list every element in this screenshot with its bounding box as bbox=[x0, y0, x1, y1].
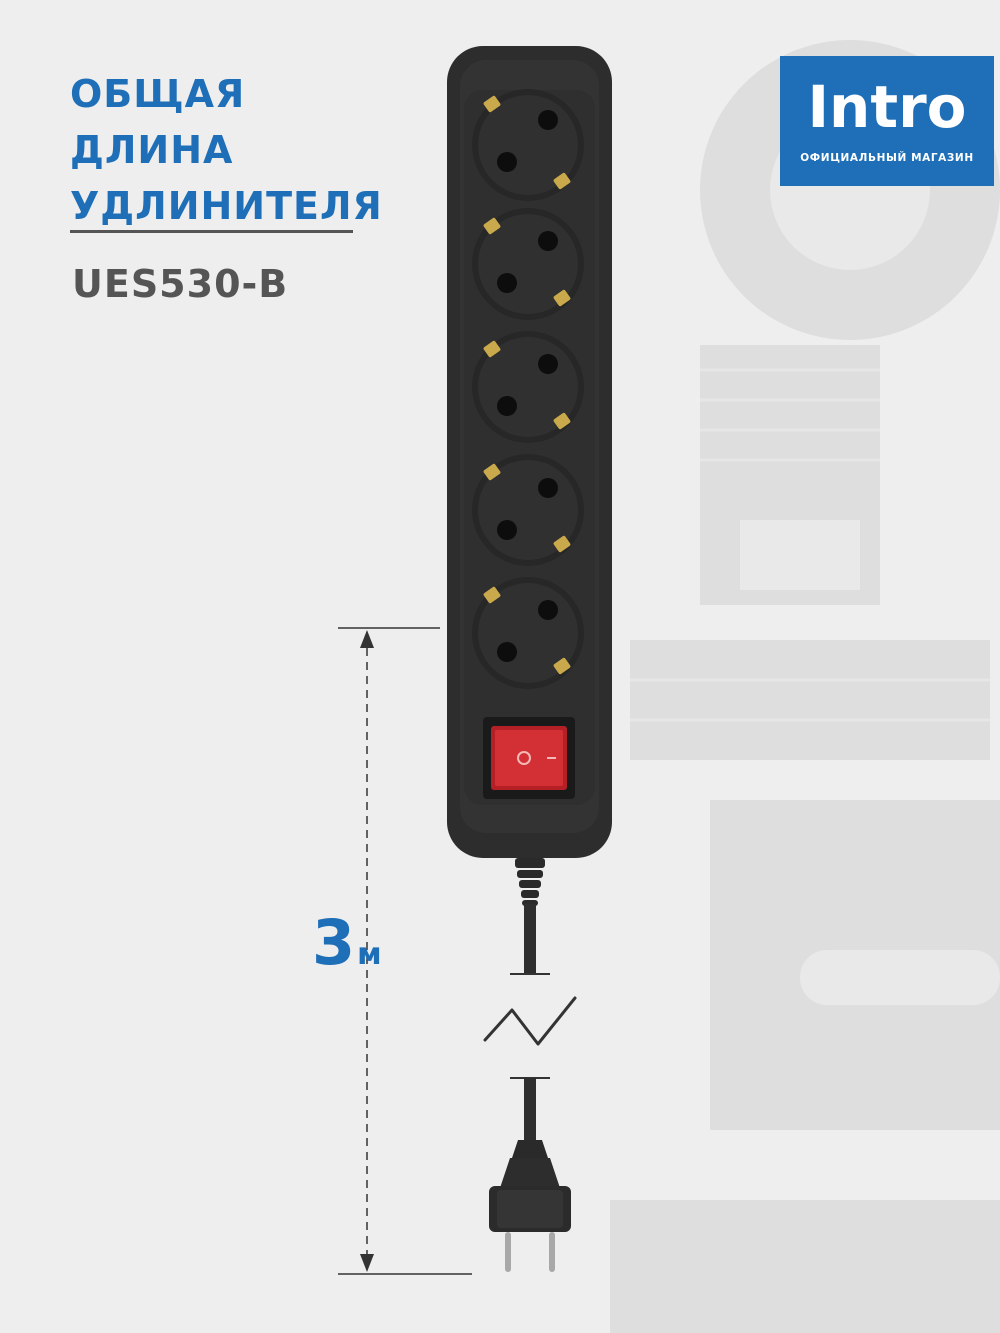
model-number: UES530-B bbox=[72, 262, 289, 306]
brand-name: Intro bbox=[807, 73, 967, 141]
power-cord-lower bbox=[524, 1078, 536, 1143]
cord-length-value: 3 bbox=[312, 906, 356, 979]
socket-3 bbox=[472, 331, 584, 443]
socket-1 bbox=[472, 89, 584, 201]
power-switch bbox=[483, 717, 575, 799]
heading: ОБЩАЯ ДЛИНА УДЛИНИТЕЛЯ bbox=[70, 66, 400, 234]
socket-2 bbox=[472, 208, 584, 320]
socket-4 bbox=[472, 454, 584, 566]
brand-logo: Intro ОФИЦИАЛЬНЫЙ МАГАЗИН bbox=[780, 56, 994, 186]
cord-break-symbol bbox=[483, 996, 577, 1046]
cord-length-unit: м bbox=[357, 937, 382, 972]
cord-strain-relief bbox=[515, 858, 545, 906]
heading-line-2: ДЛИНА bbox=[70, 128, 234, 172]
socket-5 bbox=[472, 577, 584, 689]
brand-subtitle: ОФИЦИАЛЬНЫЙ МАГАЗИН bbox=[800, 152, 974, 164]
arrow-down-icon bbox=[360, 1254, 374, 1272]
arrow-up-icon bbox=[360, 630, 374, 648]
heading-line-3: УДЛИНИТЕЛЯ bbox=[70, 184, 383, 228]
cord-length-label: 3м bbox=[312, 906, 382, 979]
plug bbox=[489, 1140, 571, 1272]
power-cord-upper bbox=[524, 904, 536, 974]
dimension-line bbox=[338, 627, 472, 1275]
heading-line-1: ОБЩАЯ bbox=[70, 72, 246, 116]
heading-divider bbox=[70, 230, 353, 233]
